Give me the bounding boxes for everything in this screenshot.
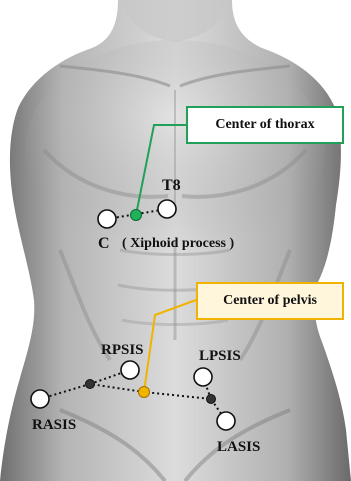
label-lasis: LASIS — [217, 440, 260, 455]
thorax-center-point — [131, 210, 142, 221]
psis-left-midpoint — [207, 395, 216, 404]
label-rpsis: RPSIS — [101, 343, 144, 358]
label-lpsis: LPSIS — [199, 349, 241, 364]
pelvis-callout-label: Center of pelvis — [223, 293, 317, 309]
thorax-callout-label: Center of thorax — [215, 117, 314, 133]
marker-lpsis — [194, 368, 212, 386]
marker-rpsis — [121, 361, 139, 379]
pelvis-center-point — [139, 387, 150, 398]
label-xiphoid: ( Xiphoid process ) — [122, 237, 234, 251]
psis-right-midpoint — [86, 380, 95, 389]
thorax-callout: Center of thorax — [186, 106, 344, 144]
label-t8: T8 — [162, 178, 181, 194]
marker-t8 — [158, 200, 176, 218]
marker-rasis — [31, 390, 49, 408]
marker-lasis — [217, 412, 235, 430]
marker-c — [98, 210, 116, 228]
label-c: C — [98, 236, 110, 252]
label-rasis: RASIS — [32, 418, 76, 433]
pelvis-callout: Center of pelvis — [196, 282, 344, 320]
